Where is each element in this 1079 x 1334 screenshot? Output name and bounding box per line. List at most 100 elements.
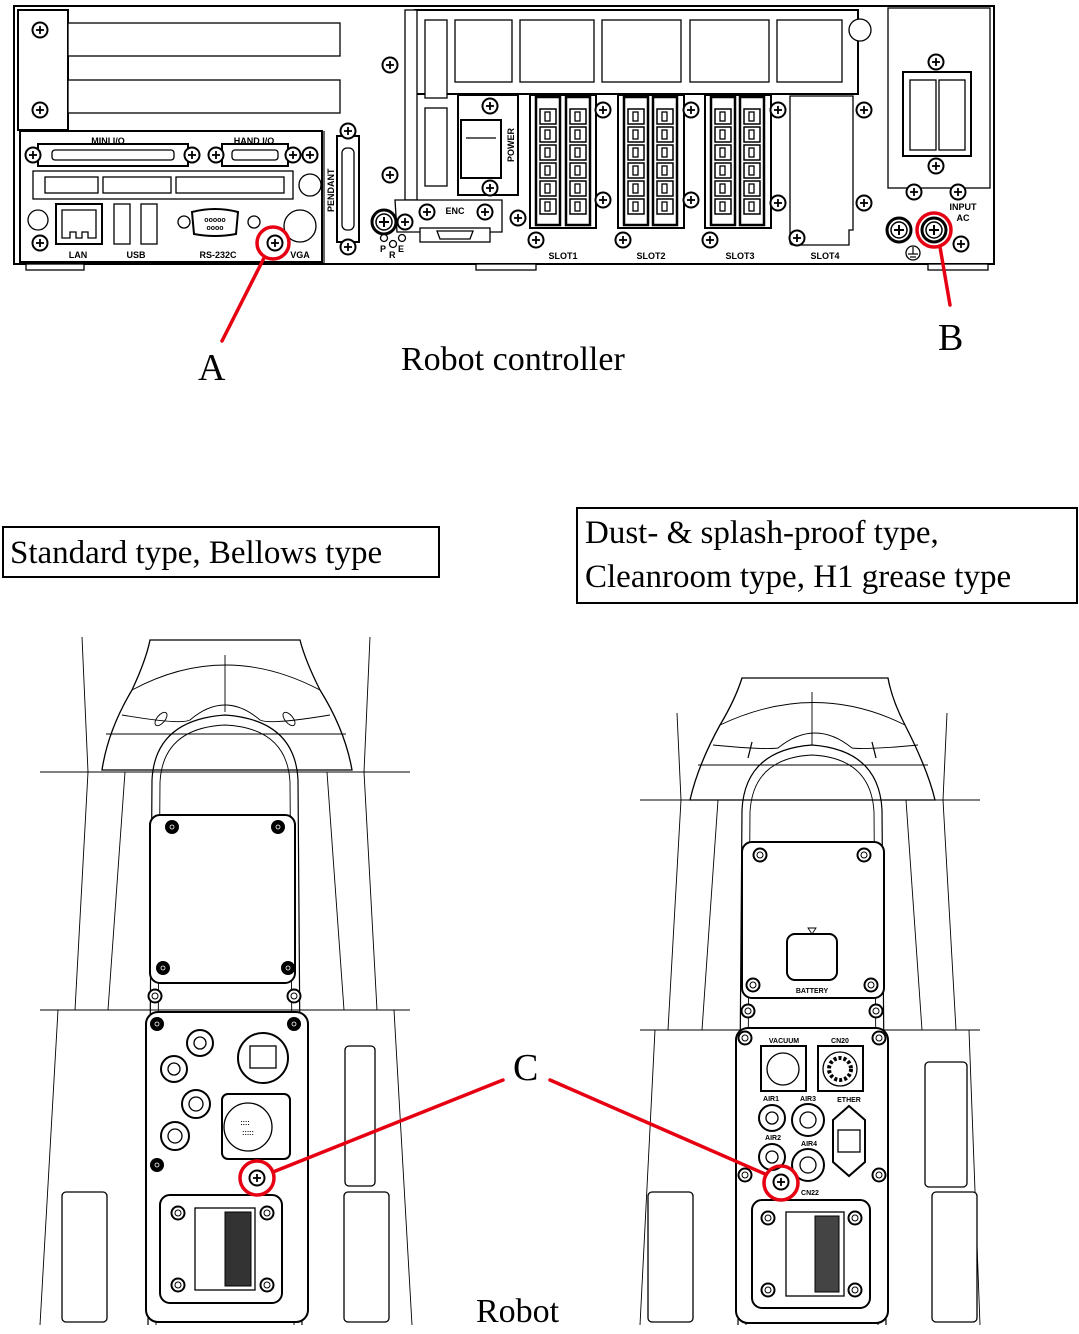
ether-jack	[837, 1129, 861, 1153]
callout-a-label: A	[198, 347, 226, 389]
battery-lid	[786, 933, 838, 981]
outline	[942, 712, 948, 801]
terminal-block	[709, 95, 737, 227]
callout-c-label: C	[513, 1047, 538, 1089]
right-type-line2: Cleanroom type, H1 grease type	[585, 559, 1011, 595]
screw-icon	[594, 191, 612, 209]
triangle-marker-icon	[807, 927, 817, 935]
power-switch	[460, 119, 502, 179]
side-handle	[61, 1191, 108, 1323]
air-fitting	[186, 1029, 214, 1057]
screw-icon	[855, 101, 873, 119]
screw-icon	[855, 194, 873, 212]
screw-icon	[949, 183, 967, 201]
screw-icon	[183, 146, 201, 164]
screw-icon	[682, 191, 700, 209]
air1-fitting	[758, 1104, 786, 1132]
right-type-box: Dust- & splash-proof type, Cleanroom typ…	[576, 507, 1078, 604]
usb-label: USB	[126, 250, 146, 260]
usb-port	[113, 203, 131, 245]
slot4: SLOT4	[788, 95, 854, 261]
air4-fitting	[791, 1148, 825, 1182]
usb-port	[140, 203, 158, 245]
slot-cover	[67, 79, 341, 114]
vent	[424, 107, 448, 187]
knockout-hole	[27, 209, 49, 231]
power-label: POWER	[506, 127, 516, 162]
screw-icon	[769, 101, 787, 119]
blank-plate-section	[175, 176, 285, 194]
ac-inlet-slot	[909, 79, 937, 151]
bolt-icon	[270, 819, 286, 835]
screw-icon	[396, 213, 414, 231]
bolt-icon	[286, 988, 302, 1004]
right-robot-drawing: BATTERY VACUUM CN20 AIR1 AIR3 ETHER AIR2…	[639, 677, 981, 1326]
bolt-icon	[259, 1277, 275, 1293]
outline	[131, 664, 321, 691]
screw-icon	[476, 203, 494, 221]
slot2-label: SLOT2	[636, 251, 665, 261]
bolt-icon	[740, 1003, 756, 1019]
hand-io-socket	[231, 149, 279, 161]
rs232c-label: RS-232C	[199, 250, 237, 260]
blank-plate-section	[102, 176, 172, 194]
callout-a-leader	[220, 256, 266, 343]
ground-screw-icon	[885, 216, 913, 244]
bolt-icon	[847, 1210, 863, 1226]
outline	[326, 771, 345, 1011]
connector-pins	[814, 1215, 840, 1293]
mini-io-label: MINI I/O	[91, 136, 125, 146]
bolt-icon	[847, 1282, 863, 1298]
cn22-label: CN22	[801, 1190, 819, 1197]
screw-icon	[594, 101, 612, 119]
enc-socket	[436, 230, 474, 240]
side-handle	[343, 1191, 390, 1323]
hand-io-label: HAND I/O	[234, 136, 275, 146]
callout-c: C	[238, 1047, 800, 1202]
foot	[927, 263, 989, 271]
air3-label: AIR3	[800, 1096, 816, 1103]
outline	[701, 799, 719, 1031]
air-fitting	[160, 1055, 188, 1083]
led-e-label: E	[398, 244, 404, 254]
outline	[363, 636, 371, 773]
arch-channel	[745, 754, 879, 1326]
bolt-icon	[856, 847, 872, 863]
bolt-icon	[149, 1157, 165, 1173]
ground-symbol-icon	[905, 245, 921, 261]
vent-slot	[282, 711, 296, 727]
left-type-text: Standard type, Bellows type	[10, 535, 382, 571]
pin-marks: oooo	[206, 225, 223, 232]
slot2: SLOT2	[614, 94, 685, 261]
pin-marks: ooooo	[204, 217, 225, 224]
screw-icon	[381, 56, 399, 74]
pin-marks: :::::	[242, 1130, 254, 1137]
screw-icon	[24, 146, 42, 164]
arch-channel	[155, 724, 295, 1326]
screw-icon	[701, 231, 719, 249]
slot1-label: SLOT1	[548, 251, 577, 261]
outline	[107, 771, 126, 1011]
side-handle	[344, 1045, 376, 1187]
bolt-icon	[760, 1282, 776, 1298]
slot3: SLOT3	[701, 94, 772, 261]
bolt-icon	[170, 1277, 186, 1293]
screw-icon	[301, 146, 319, 164]
battery-label: BATTERY	[796, 988, 829, 995]
ac-inlet-slot	[938, 79, 966, 151]
outline	[719, 702, 906, 726]
terminal-block	[534, 95, 562, 227]
cn20-pins	[827, 1056, 853, 1082]
air1-label: AIR1	[763, 1096, 779, 1103]
enc-label: ENC	[445, 206, 465, 216]
slot4-cover	[789, 95, 854, 246]
bolt-icon	[259, 1205, 275, 1221]
screw-icon	[788, 229, 806, 247]
vent	[424, 19, 448, 99]
vent-slot	[747, 741, 753, 759]
robot-controller-drawing: MINI I/O HAND I/O LAN USB ooooo oooo	[13, 5, 995, 271]
robot-caption: Robot	[476, 1293, 560, 1330]
vent	[454, 19, 513, 83]
terminal-block	[622, 95, 650, 227]
